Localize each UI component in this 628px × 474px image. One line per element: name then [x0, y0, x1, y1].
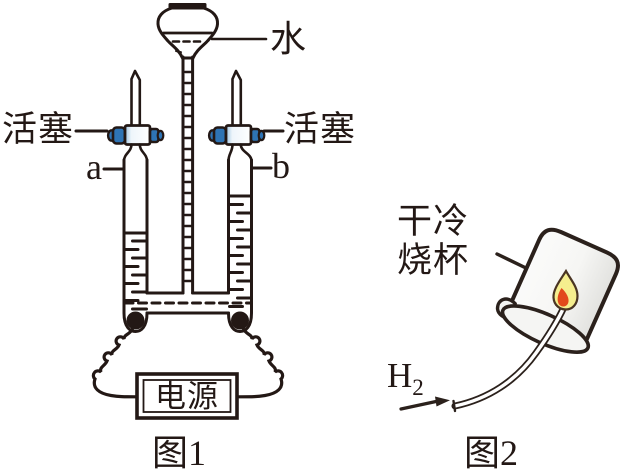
tube-b-graduations	[228, 203, 253, 308]
wire-right-icon	[237, 326, 285, 399]
tube-a-label: a	[86, 147, 102, 187]
water-label: 水	[270, 19, 308, 59]
stopcock-left-label: 活塞	[2, 110, 75, 149]
flame-icon	[552, 268, 579, 311]
power-supply-box-icon	[135, 372, 239, 420]
funnel-bulb-icon	[156, 3, 220, 60]
electrode-left-icon	[126, 311, 145, 330]
funnel-stem-icon	[181, 55, 195, 295]
beaker-over-flame-icon	[399, 227, 620, 413]
figure2-caption: 图2	[464, 433, 519, 473]
stopcock-right-label: 活塞	[284, 110, 357, 149]
tube-b-neck-icon	[227, 143, 253, 163]
beaker-label-line2: 烧杯	[397, 241, 470, 280]
hydrogen-formula-label: H2	[387, 356, 424, 399]
tube-a-graduations	[123, 239, 148, 311]
gas-delivery-tube-icon	[451, 303, 568, 413]
tube-b-label: b	[272, 146, 290, 186]
power-supply-label: 电源	[155, 379, 219, 414]
gas-tube-a-icon	[122, 158, 149, 334]
bottom-channel-icon	[123, 291, 253, 315]
gas-tube-b-icon	[227, 158, 253, 334]
beaker-label-line1: 干冷	[397, 202, 470, 241]
tube-a-neck-icon	[122, 143, 149, 163]
figure1-caption: 图1	[152, 433, 207, 473]
jet-tip-right-icon	[231, 69, 243, 128]
electrolysis-apparatus-icon	[74, 3, 285, 420]
electrode-right-icon	[231, 311, 249, 330]
jet-tip-left-icon	[130, 69, 142, 128]
stopcock-right-icon	[207, 124, 266, 146]
gas-flow-arrow-icon	[399, 396, 450, 411]
beaker-label: 干冷烧杯	[397, 202, 469, 280]
hydrogen-formula-subscript: 2	[412, 375, 424, 400]
wire-left-icon	[91, 326, 139, 399]
stopcock-left-icon	[106, 124, 165, 146]
beaker-leader-line	[495, 252, 530, 271]
hydrogen-formula-base: H	[387, 356, 413, 395]
